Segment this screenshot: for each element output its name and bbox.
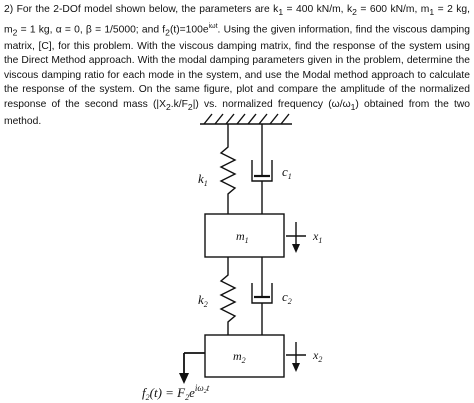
mass-m2 [204, 334, 285, 378]
subscript: 2 [165, 102, 171, 113]
ground-hatching [203, 113, 290, 125]
label-x2: x2 [312, 348, 322, 364]
label-c1: c1 [282, 164, 292, 181]
subscript: 2 [165, 27, 170, 38]
label-k2: k2 [198, 292, 208, 309]
label-c2: c2 [282, 289, 292, 306]
label-m2: m2 [233, 349, 246, 365]
subscript: 2 [352, 7, 357, 18]
problem-text: = 400 kN/m, k [283, 4, 353, 15]
force-label: f2(t) = F2eiω2t [142, 383, 210, 402]
problem-text: = 2 kg, m [4, 4, 471, 36]
label-x1: x1 [312, 229, 322, 245]
subscript: 1 [278, 7, 284, 18]
problem-text: . Using the given information, find the … [4, 24, 470, 111]
subscript: 1 [429, 7, 435, 18]
force-arrow [183, 352, 205, 374]
spring-k1 [219, 124, 237, 214]
label-m1: m1 [236, 229, 249, 245]
force-arrowhead [179, 373, 189, 384]
subscript: 2 [187, 102, 193, 113]
label-k1: k1 [198, 171, 208, 188]
problem-text: ) obtained from the two method. [4, 99, 470, 127]
superscript: iωt [208, 22, 218, 30]
problem-text: |) vs. normalized frequency (ω/ω [192, 99, 351, 111]
damper-c2 [251, 257, 273, 335]
spring-k2 [219, 257, 237, 335]
damper-c1 [251, 124, 273, 214]
problem-text: = 1 kg, α = 0, β = 1/5000; and f [17, 24, 166, 36]
problem-text: = 600 kN/m, m [356, 4, 430, 15]
problem-text: (t)=100e [169, 24, 209, 36]
problem-text: 2) For the 2-DOf model shown below, the … [4, 4, 279, 15]
mass-m1 [204, 213, 285, 258]
subscript: 2 [12, 27, 18, 38]
x2-arrowhead [292, 363, 300, 372]
problem-statement: 2) For the 2-DOf model shown below, the … [4, 3, 470, 129]
subscript: 1 [350, 102, 356, 113]
x1-arrowhead [292, 244, 300, 253]
problem-text: .k/F [170, 99, 188, 111]
